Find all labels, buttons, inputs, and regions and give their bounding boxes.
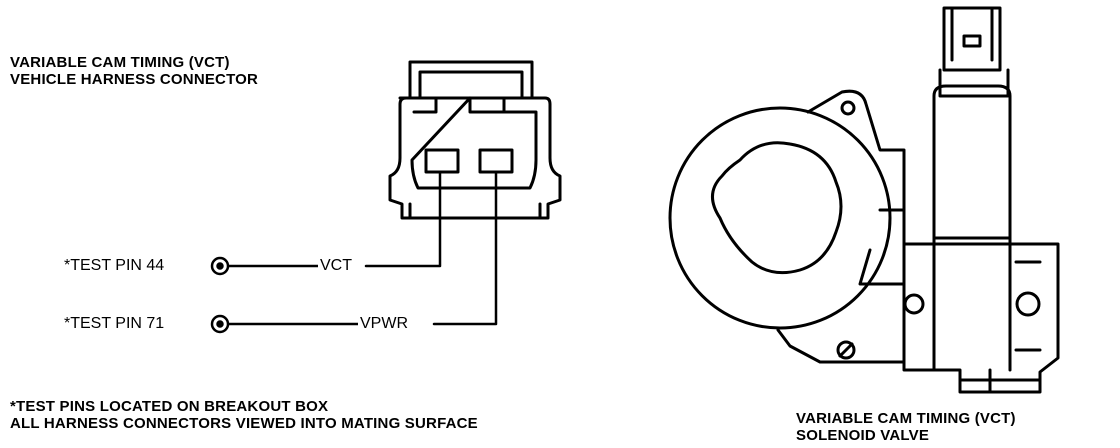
pin-socket-vct <box>424 148 460 174</box>
test-pin-44-terminal <box>210 256 230 276</box>
pin-socket-vpwr <box>478 148 514 174</box>
test-pin-71-terminal <box>210 314 230 334</box>
harness-connector <box>388 60 562 220</box>
harness-wires <box>227 170 498 326</box>
connector-title-line1: VARIABLE CAM TIMING (VCT) <box>10 54 230 71</box>
note-line2: ALL HARNESS CONNECTORS VIEWED INTO MATIN… <box>10 415 478 432</box>
signal-vct-label: VCT <box>318 257 354 275</box>
test-pin-terminals <box>210 256 230 334</box>
solenoid-valve <box>668 6 1060 394</box>
test-pin-71-label: *TEST PIN 71 <box>64 315 165 332</box>
solenoid-title-line2: SOLENOID VALVE <box>796 427 930 444</box>
solenoid-title-line1: VARIABLE CAM TIMING (VCT) <box>796 410 1016 427</box>
test-pin-44-label: *TEST PIN 44 <box>64 257 165 274</box>
signal-vpwr-label: VPWR <box>358 315 410 333</box>
note-line1: *TEST PINS LOCATED ON BREAKOUT BOX <box>10 398 329 415</box>
connector-title-line2: VEHICLE HARNESS CONNECTOR <box>10 71 259 88</box>
